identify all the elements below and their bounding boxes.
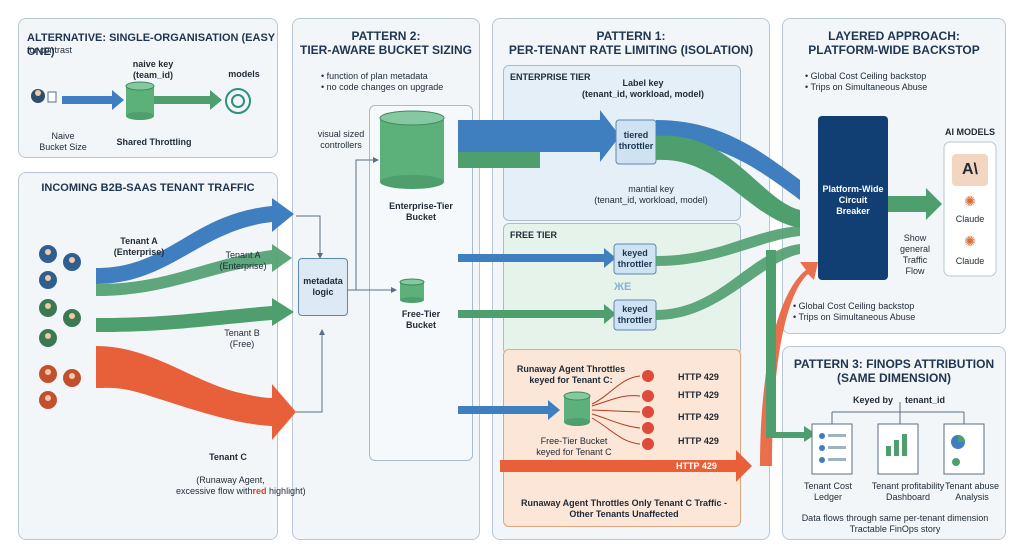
breaker-to-models-arrow bbox=[888, 188, 942, 220]
free-bucket-label: Free-Tier Bucket bbox=[401, 309, 441, 330]
layered-title: LAYERED APPROACH: PLATFORM-WIDE BACKSTOP bbox=[808, 29, 980, 57]
layered-bullet-3: • Global Cost Ceiling backstop bbox=[793, 301, 915, 311]
tenant-c-desc: (Runaway Agent, excessive flow withred h… bbox=[176, 464, 306, 497]
keyed-by-label: Keyed by bbox=[853, 395, 894, 405]
anthropic-logo: A\ bbox=[962, 161, 978, 178]
enterprise-green-arrow bbox=[458, 152, 540, 168]
p2-bullet-2: • no code changes on upgrade bbox=[321, 82, 444, 92]
enterprise-tier-label: ENTERPRISE TIER bbox=[510, 72, 591, 82]
anthropic-logo-bg bbox=[952, 154, 988, 186]
alt-model-icon bbox=[225, 88, 251, 114]
tenant-b-ribbon bbox=[96, 298, 294, 332]
alt-user-icon bbox=[31, 89, 57, 103]
doc1-label: Tenant Cost Ledger bbox=[803, 481, 853, 502]
claude-star-2: ✺ bbox=[964, 233, 976, 249]
naive-bucket-label: Naive Bucket Size bbox=[39, 131, 87, 152]
free-bucket-c-label: Free-Tier Bucket keyed for Tenant C bbox=[536, 436, 612, 457]
models-label: models bbox=[228, 69, 260, 79]
mantial-key-text: mantial key (tenant_id, workload, model) bbox=[594, 184, 708, 205]
incoming-title: INCOMING B2B-SAAS TENANT TRAFFIC bbox=[41, 182, 255, 194]
alt-arrow-2 bbox=[150, 90, 222, 110]
breaker-label: Platform-Wide Circuit Breaker bbox=[822, 184, 884, 216]
runaway-bottom-text: Runaway Agent Throttles Only Tenant C Tr… bbox=[520, 498, 728, 519]
alt-bucket-cyl bbox=[125, 81, 155, 120]
free-arrow-1 bbox=[458, 248, 616, 268]
tenant-a-label-1: Tenant A (Enterprise) bbox=[113, 236, 165, 257]
flow-green-to-breaker bbox=[656, 135, 800, 228]
flow-green-free bbox=[656, 226, 800, 266]
ai-models-label: AI MODELS bbox=[945, 127, 996, 137]
tenant-id-label: tenant_id bbox=[905, 395, 946, 405]
naive-key-label: naive key (team_id) bbox=[132, 59, 174, 80]
pattern2-panel: PATTERN 2: TIER-AWARE BUCKET SIZING • fu… bbox=[292, 18, 480, 540]
pattern3-foot: Data flows through same per-tenant dimen… bbox=[801, 513, 989, 534]
enterprise-main-arrow bbox=[458, 110, 620, 162]
http-429-1: HTTP 429 bbox=[678, 372, 719, 382]
claude-star-1: ✺ bbox=[964, 193, 976, 209]
http-429-fan bbox=[591, 375, 641, 445]
layered-bullet-1: • Global Cost Ceiling backstop bbox=[805, 71, 927, 81]
show-flow-label: Show general Traffic Flow bbox=[899, 233, 931, 276]
flow-green-free-2 bbox=[656, 244, 800, 320]
metadata-logic-label: metadata logic bbox=[303, 276, 343, 297]
alt-panel: ALTERNATIVE: SINGLE-ORGANISATION (EASY O… bbox=[18, 18, 278, 158]
tenant-c-desc-2: highlight) bbox=[266, 486, 306, 496]
doc3-label: Tenant abuse Analysis bbox=[944, 481, 1000, 502]
tenant-a-label-2: Tenant A (Enterprise) bbox=[219, 250, 267, 271]
tiered-throttler-label: tiered throttler bbox=[618, 130, 654, 151]
doc2-label: Tenant profitability Dashboard bbox=[871, 481, 945, 502]
http-429-2: HTTP 429 bbox=[678, 390, 719, 400]
tenant-c-big-arrow bbox=[500, 450, 752, 482]
claude-label-1: Claude bbox=[955, 214, 985, 224]
http-429-4: HTTP 429 bbox=[678, 436, 719, 446]
circuit-breaker-box bbox=[818, 116, 888, 280]
runaway-title: Runaway Agent Throttles keyed for Tenant… bbox=[516, 364, 626, 385]
http-429-big: HTTP 429 bbox=[676, 461, 717, 471]
tenant-icons bbox=[39, 245, 81, 409]
alt-title: ALTERNATIVE: SINGLE-ORGANISATION (EASY O… bbox=[27, 32, 275, 58]
metadata-logic-box: metadata logic bbox=[298, 258, 348, 316]
stop-icons bbox=[642, 370, 654, 450]
layered-bullet-2: • Trips on Simultaneous Abuse bbox=[805, 82, 928, 92]
layered-bullet-4: • Trips on Simultaneous Abuse bbox=[793, 312, 916, 322]
tenant-c-ribbon bbox=[96, 346, 296, 440]
alt-subtitle: for contrast bbox=[27, 45, 73, 55]
visual-sized-label: visual sized controllers bbox=[317, 129, 365, 150]
free-arrow-2 bbox=[458, 304, 616, 324]
free-bucket-cyl bbox=[399, 278, 425, 303]
tenant-c-label: Tenant C bbox=[209, 452, 247, 462]
alt-arrow-1 bbox=[62, 90, 124, 110]
tenant-c-small-arrow bbox=[458, 400, 560, 420]
tenant-a-ribbon bbox=[96, 198, 294, 284]
tenant-c-bucket-cyl bbox=[563, 391, 591, 426]
tenant-b-label: Tenant B (Free) bbox=[224, 328, 260, 349]
shared-throttling-label: Shared Throttling bbox=[116, 137, 192, 147]
free-tier-glyph: ЖE bbox=[614, 281, 632, 293]
tenant-c-desc-1: (Runaway Agent, excessive flow with bbox=[176, 475, 265, 496]
flow-green-to-finops bbox=[766, 250, 816, 442]
http-429-3: HTTP 429 bbox=[678, 412, 719, 422]
p2-bullet-1: • function of plan metadata bbox=[321, 71, 428, 81]
finops-docs bbox=[811, 423, 985, 475]
claude-label-2: Claude bbox=[955, 256, 985, 266]
pattern2-title: PATTERN 2: TIER-AWARE BUCKET SIZING bbox=[299, 29, 472, 57]
pattern1-title: PATTERN 1: PER-TENANT RATE LIMITING (ISO… bbox=[508, 29, 754, 57]
free-tier-label: FREE TIER bbox=[510, 230, 558, 240]
label-key-text: Label key (tenant_id, workload, model) bbox=[581, 78, 704, 99]
keyed-throttler-label-2: keyed throttler bbox=[617, 304, 653, 325]
pattern3-title: PATTERN 3: FINOPS ATTRIBUTION (SAME DIME… bbox=[793, 357, 995, 385]
keyed-throttler-label-1: keyed throttler bbox=[617, 248, 653, 269]
enterprise-bucket-cyl bbox=[379, 110, 445, 189]
tenant-a2-ribbon bbox=[96, 244, 292, 296]
tenant-c-red: red bbox=[252, 486, 267, 496]
enterprise-bucket-label: Enterprise-Tier Bucket bbox=[389, 201, 453, 222]
